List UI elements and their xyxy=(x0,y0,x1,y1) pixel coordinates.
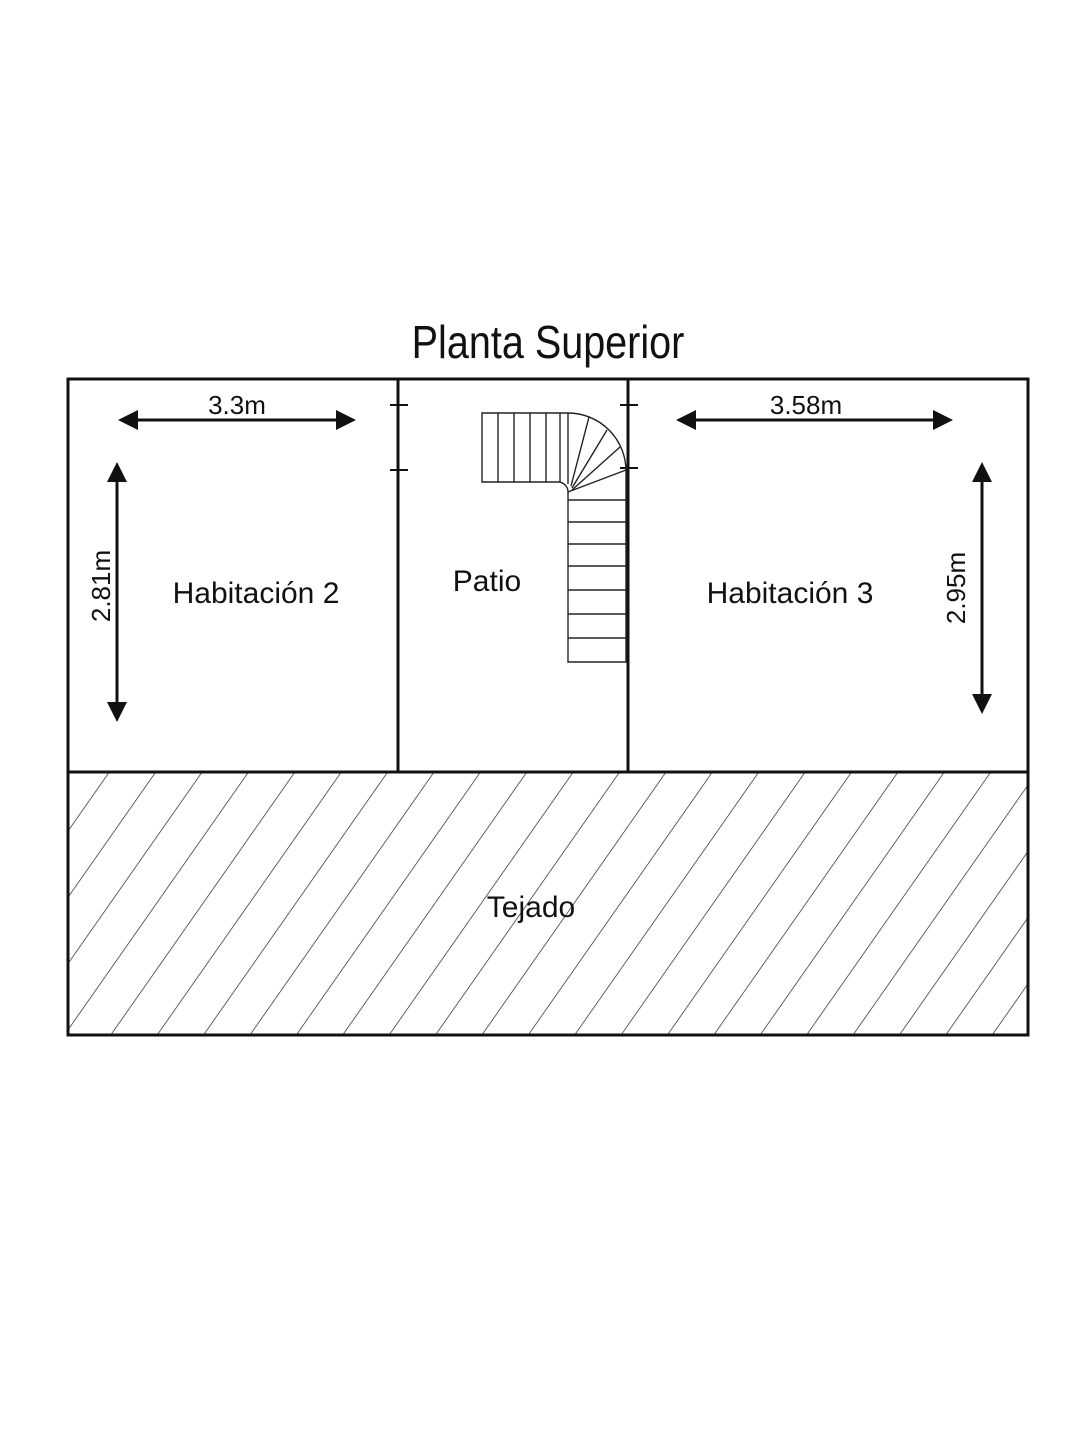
roof-hatch xyxy=(68,772,1028,1035)
room-label-tejado: Tejado xyxy=(487,891,575,924)
hab3-depth-arrow xyxy=(972,462,992,714)
hab3-depth-label: 2.95m xyxy=(941,552,971,624)
hab2-width-arrow xyxy=(118,410,356,430)
hab3-width-label: 3.58m xyxy=(770,390,842,420)
door-marks xyxy=(390,404,638,471)
plan-title: Planta Superior xyxy=(412,317,685,368)
hab3-width-arrow xyxy=(676,410,953,430)
room-label-patio: Patio xyxy=(453,565,521,598)
dimension-arrows xyxy=(107,410,992,722)
hab2-depth-label: 2.81m xyxy=(86,550,116,622)
room-label-habitacion-2: Habitación 2 xyxy=(173,577,340,610)
spiral-stair-icon xyxy=(481,412,627,663)
walls xyxy=(66,377,1030,1037)
outer-wall xyxy=(66,377,1030,1037)
room-label-habitacion-3: Habitación 3 xyxy=(707,577,874,610)
hab2-depth-arrow xyxy=(107,462,127,722)
hab2-width-label: 3.3m xyxy=(208,390,266,420)
